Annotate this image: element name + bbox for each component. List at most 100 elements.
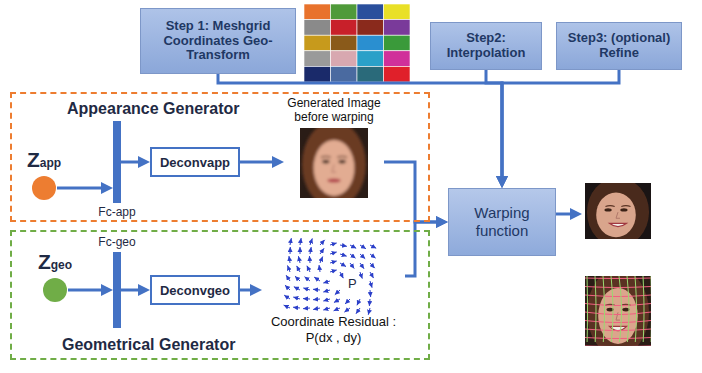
node-label: Step 1: Meshgrid Coordinates Geo-Transfo…	[147, 19, 289, 64]
vector-arrow	[323, 281, 330, 283]
vector-arrow	[289, 256, 290, 263]
generator-region: ZgeoFc-geoDeconvgeoPCoordinate Residual …	[10, 230, 430, 360]
mesh-line	[585, 295, 651, 296]
vector-field	[284, 238, 377, 315]
vector-arrow	[313, 308, 320, 310]
vector-arrow	[305, 277, 311, 281]
vector-arrow	[370, 254, 376, 258]
vector-arrow	[323, 290, 330, 292]
deconv-box: Deconvgeo	[150, 275, 240, 305]
vector-arrow	[340, 272, 343, 278]
vector-arrow	[360, 254, 365, 259]
face-mouth	[609, 223, 626, 226]
grid-cell	[384, 51, 411, 67]
vector-arrow	[334, 299, 340, 303]
node-label: Fc-app	[98, 206, 135, 219]
vector-arrow	[288, 265, 290, 272]
mesh-line	[585, 286, 651, 288]
face-skin	[314, 140, 355, 196]
node-label: P	[348, 277, 357, 290]
vector-arrow	[330, 243, 337, 245]
vector-arrow	[340, 254, 347, 256]
vector-arrow	[340, 263, 346, 267]
face-hair	[587, 183, 649, 239]
vector-arrow	[294, 287, 300, 290]
face-eye	[620, 208, 627, 211]
latent-dot	[32, 176, 56, 200]
vector-arrow	[369, 299, 371, 306]
vector-arrow	[300, 238, 301, 245]
mesh-line	[651, 276, 652, 342]
grid-cell	[304, 66, 331, 82]
vector-arrow	[293, 307, 300, 309]
mesh-line	[619, 276, 621, 342]
step-box: Step3: (optional) Refine	[556, 22, 682, 70]
vector-arrow	[314, 277, 320, 281]
latent-circle: Zapp	[31, 175, 57, 201]
vector-arrow	[370, 263, 375, 268]
connector-arrow	[68, 289, 105, 292]
fc-layer: Fc-geo	[113, 252, 121, 328]
vector-arrow	[307, 266, 310, 272]
color-grid	[304, 4, 410, 82]
node-label: Generated Image before warping	[284, 96, 384, 125]
vector-arrow	[370, 290, 372, 297]
grid-cell	[331, 51, 358, 67]
face-picture	[585, 183, 651, 239]
node-label: Deconvgeo	[160, 283, 230, 298]
node-label: Deconvapp	[160, 155, 230, 170]
vector-arrow	[320, 257, 323, 263]
face-nose	[332, 164, 336, 172]
vector-arrow	[356, 308, 360, 314]
vector-arrow	[350, 263, 354, 269]
vector-arrow	[310, 238, 312, 245]
vector-arrow	[323, 308, 330, 310]
node-label: Step2: Interpolation	[437, 31, 535, 61]
vector-arrow	[284, 305, 290, 308]
vector-arrow	[357, 299, 360, 305]
mesh-line	[643, 276, 645, 342]
vector-arrow	[290, 247, 291, 254]
vector-arrow	[370, 245, 376, 248]
vector-arrow	[286, 275, 290, 281]
grid-cell	[331, 66, 358, 82]
grid-cell	[304, 20, 331, 36]
vector-arrow	[370, 272, 374, 278]
face-nose	[616, 312, 620, 320]
grid-cell	[357, 66, 384, 82]
generator-region: ZappFc-appDeconvappGenerated Image befor…	[10, 92, 430, 222]
vector-arrow	[334, 308, 340, 311]
step-box: Step 1: Meshgrid Coordinates Geo-Transfo…	[140, 8, 296, 74]
face-brow	[605, 205, 614, 207]
grid-cell	[384, 4, 411, 20]
fc-layer: Fc-app	[113, 121, 121, 203]
vector-arrow	[303, 308, 310, 310]
vector-arrow	[297, 266, 300, 272]
vector-arrow	[290, 238, 291, 245]
face-detail	[587, 183, 649, 239]
connector-arrow	[384, 162, 440, 222]
mesh-line	[627, 276, 629, 342]
vector-arrow	[368, 308, 370, 315]
face-brow	[337, 156, 347, 157]
vector-arrow	[370, 281, 372, 288]
warp-mesh	[585, 276, 651, 346]
vector-arrow	[313, 289, 320, 291]
mesh-line	[585, 312, 651, 314]
vector-arrow	[320, 248, 324, 254]
latent-dot	[43, 278, 67, 302]
deconv-box: Deconvapp	[150, 147, 240, 177]
connector-arrow	[240, 161, 276, 164]
circle-shape	[42, 277, 68, 303]
node-label: Warping function	[455, 204, 549, 240]
region-title: Geometrical Generator	[62, 336, 235, 354]
grid-cell	[304, 35, 331, 51]
vector-arrow	[285, 285, 290, 290]
mesh-line	[587, 276, 588, 342]
vector-arrow	[350, 254, 356, 258]
grid-cell	[331, 35, 358, 51]
mesh-line	[635, 276, 636, 342]
node-label: Coordinate Residual : P(dx , dy)	[262, 314, 405, 345]
step-box: Step2: Interpolation	[430, 22, 542, 70]
face-eye	[322, 160, 329, 164]
